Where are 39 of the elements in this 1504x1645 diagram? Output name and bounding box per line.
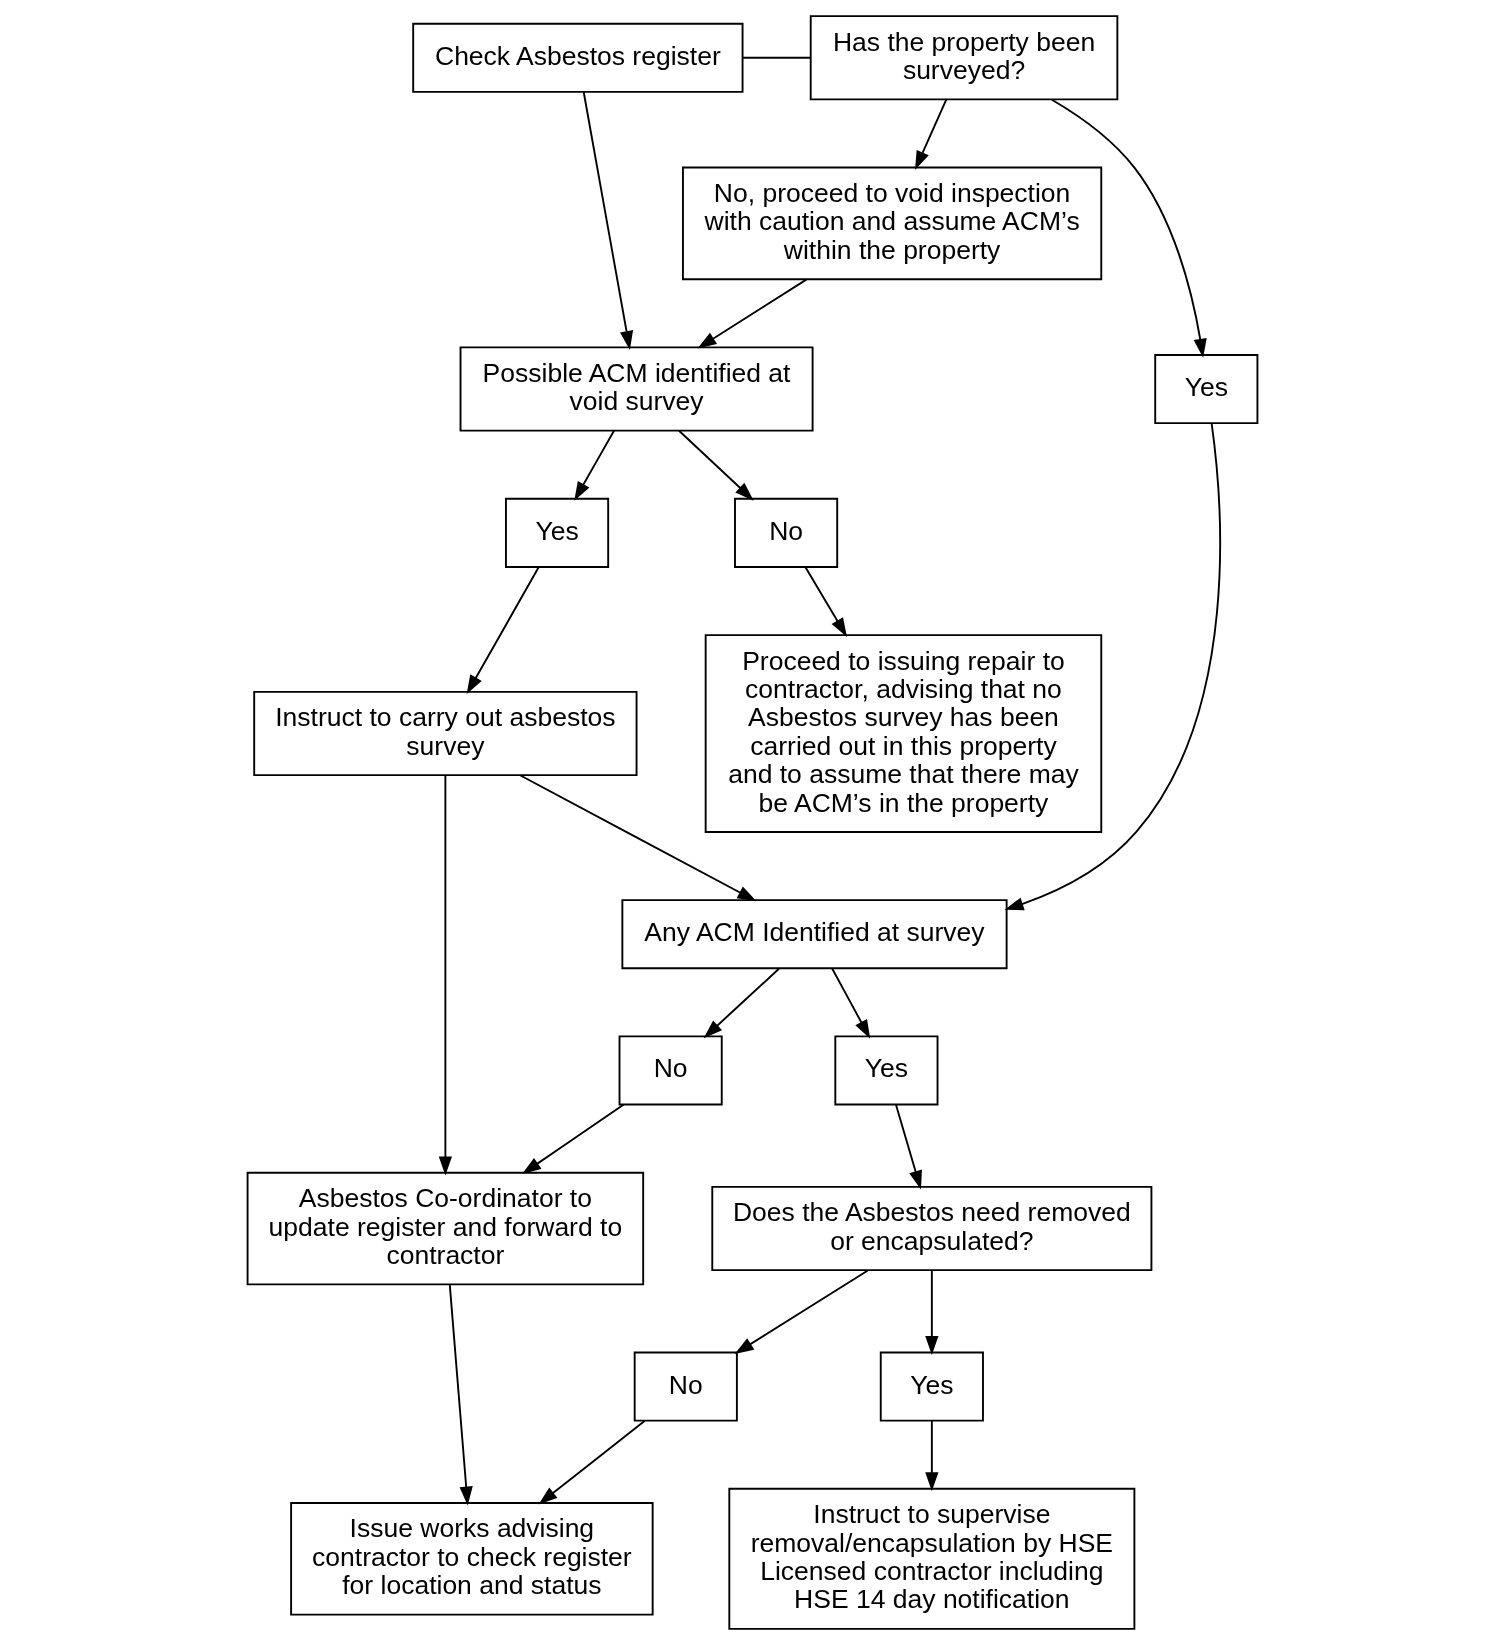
arrow (521, 1103, 624, 1175)
node-box: No, proceed to void inspection with caution and assume ACM’s within the property (681, 166, 1102, 281)
arrow (677, 429, 754, 501)
node-box: Any ACM Identified at survey (620, 899, 1008, 970)
node-box: Possible ACM identified at void survey (459, 346, 814, 432)
arrow (518, 774, 756, 902)
node-box: Yes (1153, 354, 1258, 425)
arrow (703, 967, 780, 1039)
node-box: Instruct to supervise removal/encapsulation by HSE Licensed contractor including HSE 14 day notification (727, 1487, 1135, 1630)
arrow (448, 1284, 473, 1506)
arrow (804, 566, 847, 637)
arrow (538, 1420, 645, 1505)
connector (741, 56, 811, 59)
node-box: Instruct to carry out asbestos survey (252, 690, 637, 777)
arrow (734, 1269, 869, 1355)
arrow (1050, 98, 1207, 358)
node-box: Has the property been surveyed? (809, 15, 1118, 101)
node-box: Proceed to issuing repair to contractor, advising that no Asbestos survey has been carried out in this property and to assume that there may be ACM’s in the property (704, 634, 1102, 833)
node-box: Check Asbestos register (411, 22, 743, 93)
arrow (1004, 422, 1221, 911)
arrow (582, 91, 633, 350)
node-box: Asbestos Co-ordinator to update register and forward to contractor (246, 1171, 644, 1286)
arrow (924, 1270, 938, 1356)
arrow (924, 1420, 938, 1492)
arrow (894, 1104, 922, 1190)
arrow (438, 774, 452, 1176)
arrow (830, 967, 870, 1039)
arrow (466, 566, 540, 695)
arrow (697, 278, 807, 349)
node-box: No (633, 1351, 738, 1422)
node-box: No (618, 1035, 723, 1106)
arrow (573, 429, 615, 501)
node-box: Yes (504, 497, 609, 568)
node-box: Yes (833, 1035, 938, 1106)
node-box: No (733, 497, 838, 568)
node-box: Issue works advising contractor to check register for location and status (289, 1502, 654, 1616)
node-box: Yes (879, 1351, 984, 1422)
arrow (914, 98, 947, 170)
node-box: Does the Asbestos need removed or encapsulated? (710, 1185, 1152, 1272)
